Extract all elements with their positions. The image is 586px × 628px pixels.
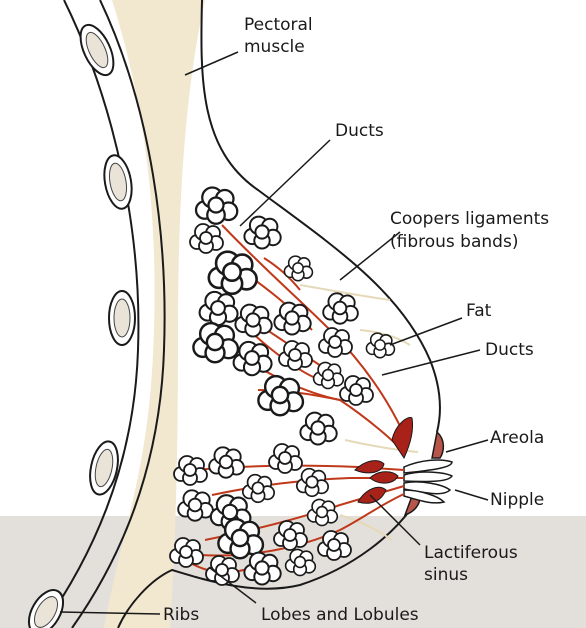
lobule [269, 444, 302, 473]
label-coopers-1: Coopers ligaments [390, 209, 549, 229]
areola [432, 432, 443, 458]
lobule [200, 292, 238, 325]
lobule [300, 413, 336, 445]
lobule [209, 447, 244, 477]
leader-ducts-mid [382, 350, 480, 375]
lobule [235, 305, 271, 337]
label-nipple: Nipple [490, 490, 544, 510]
lobule [206, 556, 239, 585]
lobule [297, 469, 328, 497]
lobule [258, 376, 303, 415]
leader-ducts-top [240, 140, 330, 226]
rib [86, 439, 123, 497]
leader-fat [390, 318, 462, 345]
label-ribs: Ribs [163, 605, 199, 625]
lobule [243, 475, 274, 503]
lobule [323, 293, 358, 323]
lobule [284, 256, 312, 281]
label-ducts-mid: Ducts [485, 340, 534, 360]
label-lactiferous-1: Lactiferous [424, 543, 518, 563]
lobule [244, 553, 280, 585]
lobule [319, 328, 352, 357]
rib [101, 153, 136, 211]
lobule [190, 224, 223, 253]
lobule [178, 490, 213, 520]
label-pectoral-muscle-2: muscle [244, 37, 305, 57]
label-coopers-2: (fibrous bands) [390, 232, 518, 252]
nipple [404, 460, 452, 503]
lobule [286, 549, 316, 575]
leader-nipple [455, 490, 488, 500]
leader-areola [446, 440, 488, 452]
lobule [308, 499, 338, 525]
lobule [279, 341, 312, 370]
lobule [209, 252, 257, 294]
lobule [234, 342, 272, 375]
lobule [274, 521, 307, 550]
lobule [193, 323, 238, 362]
label-lobes-lobules: Lobes and Lobules [261, 605, 419, 625]
label-pectoral-muscle-1: Pectoral [244, 15, 313, 35]
lobule [318, 531, 351, 560]
label-ducts-top: Ducts [335, 121, 384, 141]
lobule [340, 376, 373, 405]
label-lactiferous-2: sinus [424, 565, 468, 585]
label-fat: Fat [466, 301, 492, 321]
label-areola: Areola [490, 428, 544, 448]
lobule [170, 538, 203, 567]
lobule [196, 188, 237, 224]
lobule [174, 456, 207, 485]
lobule [244, 217, 280, 249]
lobule [274, 303, 310, 335]
rib [109, 291, 135, 345]
lobule [314, 362, 344, 388]
